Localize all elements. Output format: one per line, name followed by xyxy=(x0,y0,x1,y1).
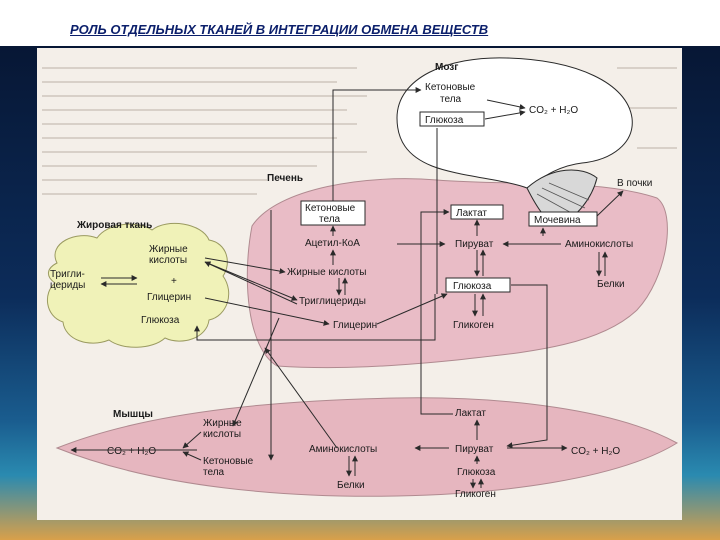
adipose-plus: + xyxy=(171,276,177,287)
liver-proteins: Белки xyxy=(597,279,625,290)
muscle-glycogen: Гликоген xyxy=(455,489,496,500)
brain-glucose: Глюкоза xyxy=(425,115,464,126)
adipose-fatty-acids-line1: Жирные xyxy=(149,244,188,255)
brain-co2-h2o: CO₂ + H₂O xyxy=(529,105,578,116)
muscle-co2-h2o-left: CO₂ + H₂O xyxy=(107,446,156,457)
muscle-amino-acids: Аминокислоты xyxy=(309,444,377,455)
liver-glucose: Глюкоза xyxy=(453,281,492,292)
muscle-label: Мышцы xyxy=(113,409,153,420)
liver-lactate: Лактат xyxy=(456,208,487,219)
liver-urea: Мочевина xyxy=(534,215,581,226)
slide-title: РОЛЬ ОТДЕЛЬНЫХ ТКАНЕЙ В ИНТЕГРАЦИИ ОБМЕН… xyxy=(70,22,650,37)
liver-triglycerides: Триглицериды xyxy=(299,296,366,307)
muscle-lactate: Лактат xyxy=(455,408,486,419)
muscle-fatty-acids-line2: кислоты xyxy=(203,429,241,440)
liver-glycerol: Глицерин xyxy=(333,320,377,331)
adipose-triglycerides-line1: Тригли- xyxy=(50,269,85,280)
adipose-fatty-acids-line2: кислоты xyxy=(149,255,187,266)
liver-ketone-line2: тела xyxy=(319,214,341,225)
brain-label: Мозг xyxy=(435,62,458,73)
liver-label: Печень xyxy=(267,173,303,184)
adipose-triglycerides-line2: цериды xyxy=(50,280,85,291)
brain-ketone-line1: Кетоновые xyxy=(425,82,476,93)
muscle-ketone-line1: Кетоновые xyxy=(203,456,254,467)
liver-acetyl-coa: Ацетил-КоА xyxy=(305,238,360,249)
liver-glycogen: Гликоген xyxy=(453,320,494,331)
liver-ketone-line1: Кетоновые xyxy=(305,203,356,214)
adipose-glycerol: Глицерин xyxy=(147,292,191,303)
muscle-co2-h2o-right: CO₂ + H₂O xyxy=(571,446,620,457)
muscle-ketone-line2: тела xyxy=(203,467,225,478)
muscle-glucose: Глюкоза xyxy=(457,467,496,478)
adipose-label: Жировая ткань xyxy=(76,220,152,231)
metabolism-diagram: Мозг Печень Жировая ткань Мышцы Кетоновы… xyxy=(37,48,682,520)
muscle-proteins: Белки xyxy=(337,480,365,491)
diagram-svg: Мозг Печень Жировая ткань Мышцы Кетоновы… xyxy=(37,48,682,520)
brain-ketone-line2: тела xyxy=(440,94,462,105)
adipose-glucose: Глюкоза xyxy=(141,315,180,326)
liver-pyruvate: Пируват xyxy=(455,239,494,250)
liver-fatty-acids: Жирные кислоты xyxy=(287,267,366,278)
liver-amino-acids: Аминокислоты xyxy=(565,239,633,250)
liver-to-kidneys: В почки xyxy=(617,178,652,189)
muscle-pyruvate: Пируват xyxy=(455,444,494,455)
